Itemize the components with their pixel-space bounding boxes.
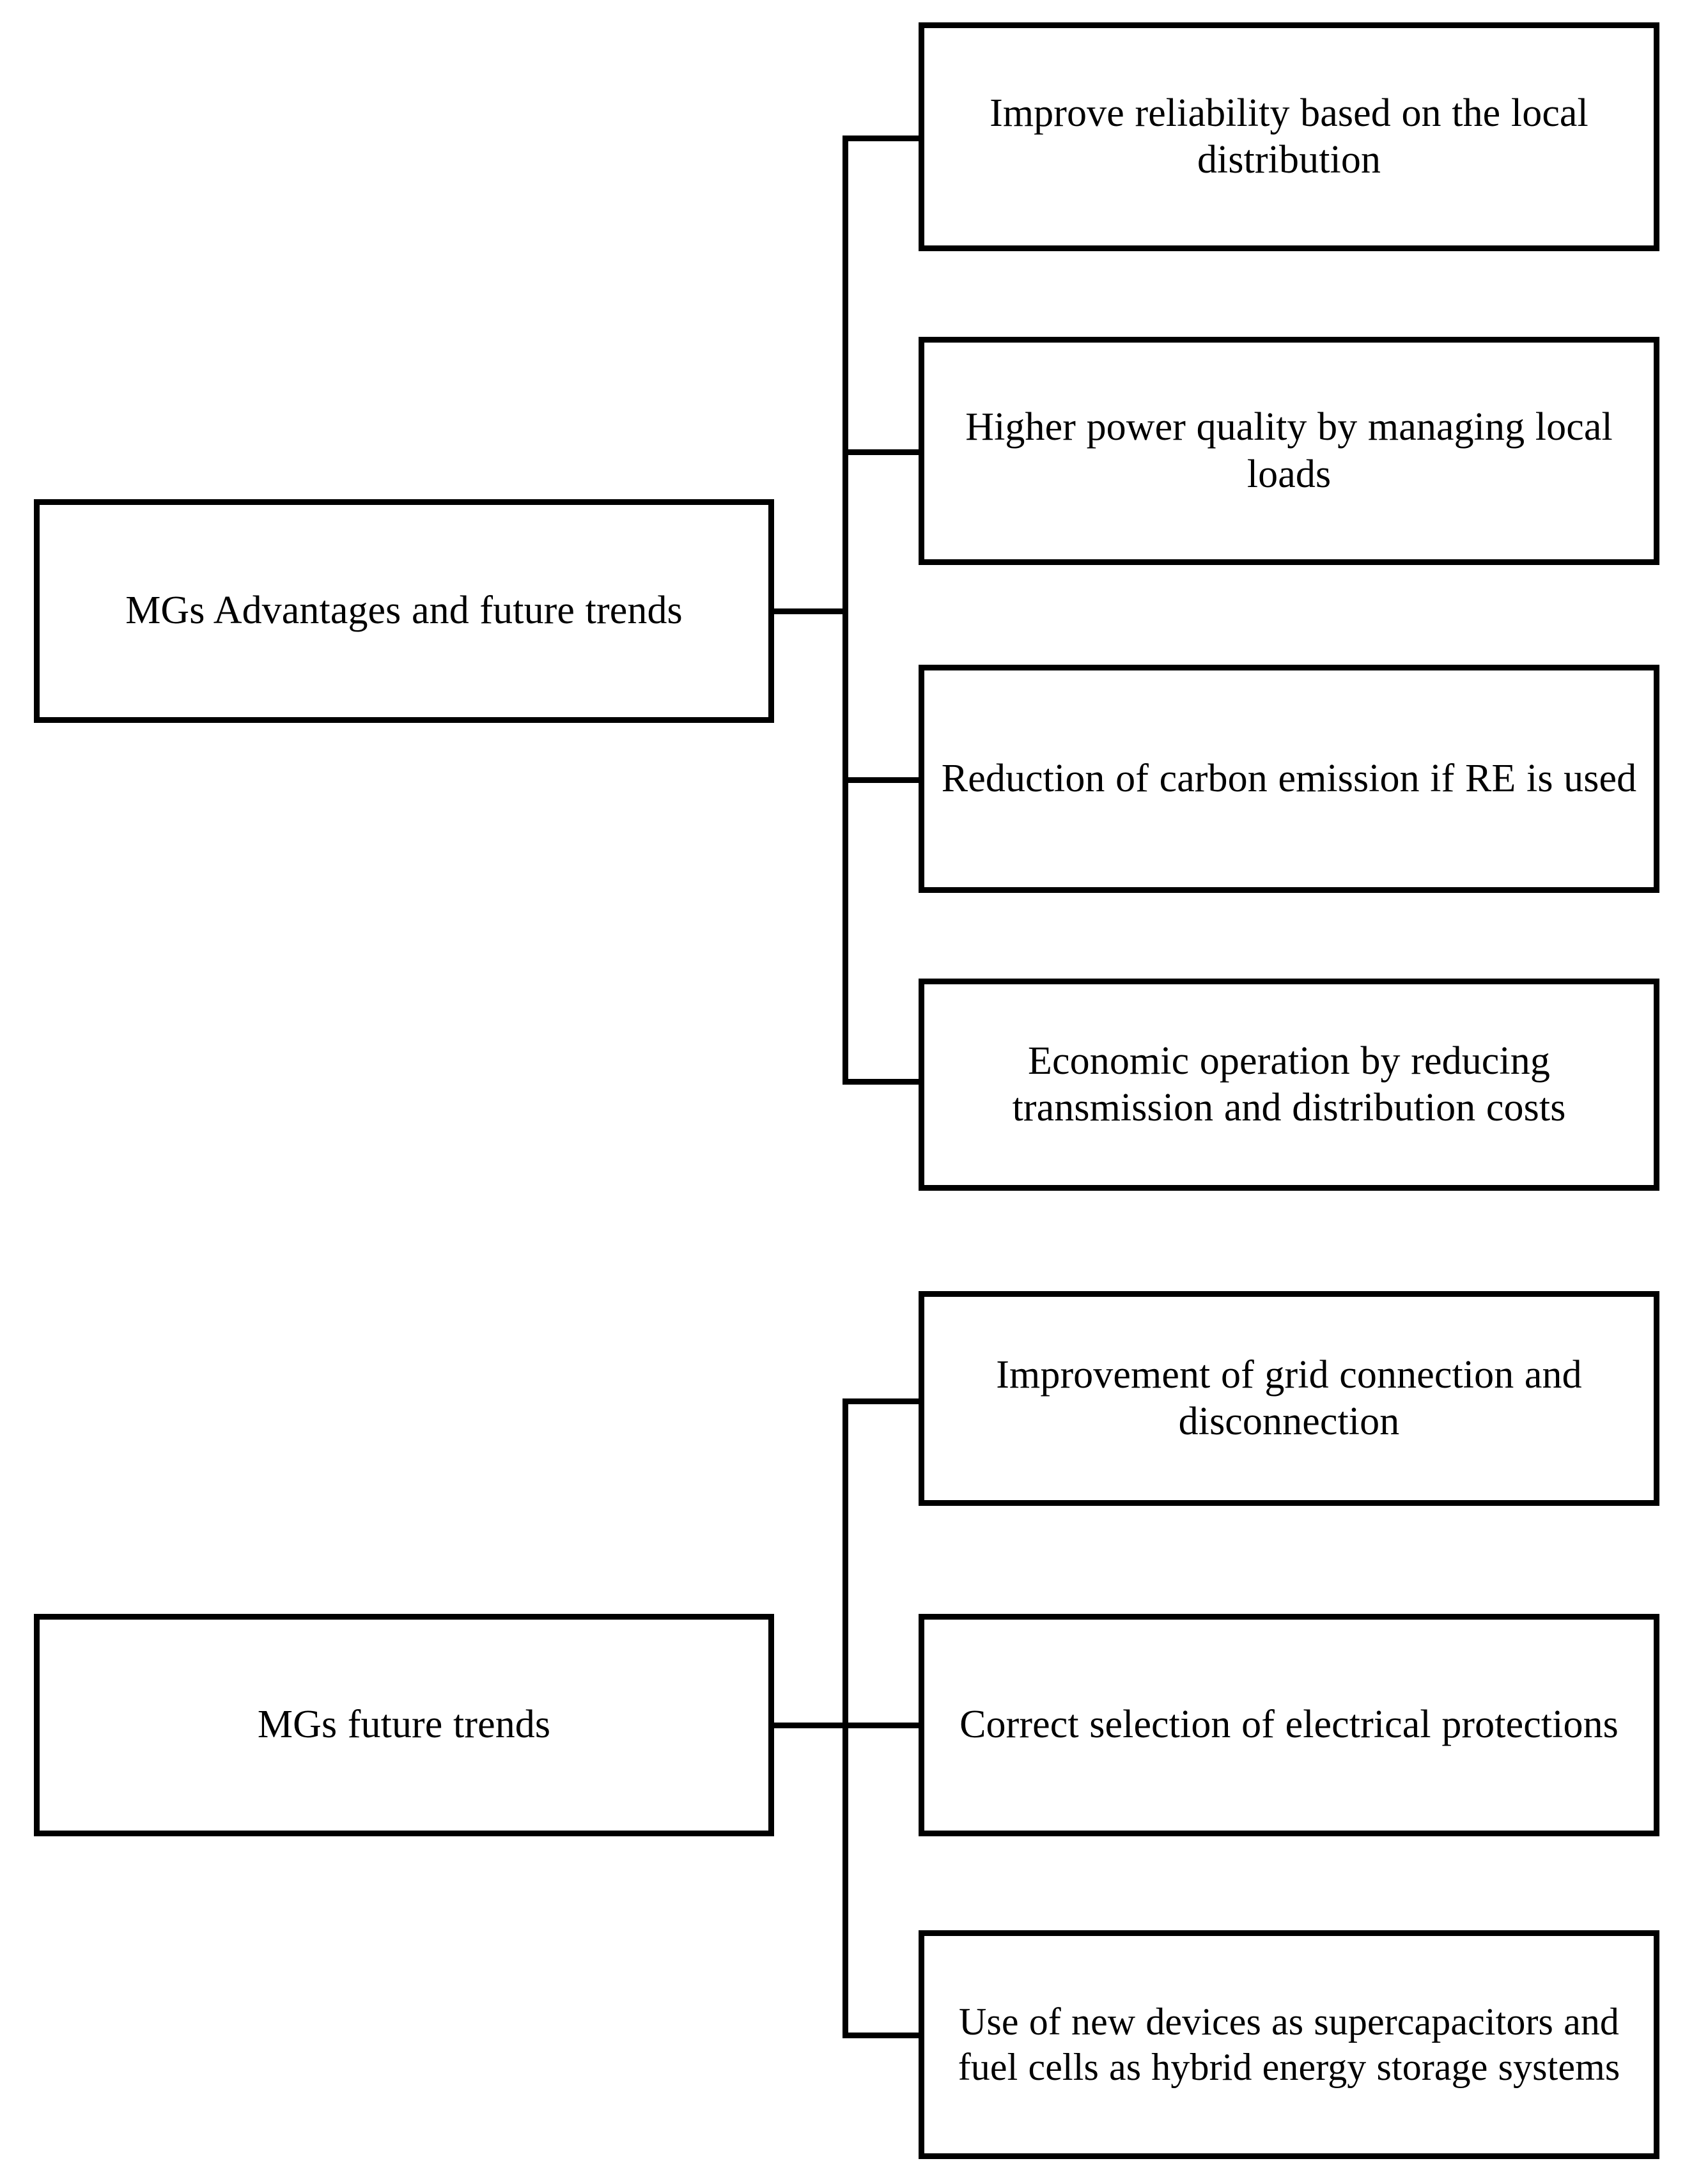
connector-trunk-future-trends [842, 1398, 848, 2038]
node-label: Correct selection of electrical protecti… [959, 1703, 1619, 1747]
node-label: MGs future trends [257, 1703, 551, 1747]
node-economic-operation[interactable]: Economic operation by reducing transmiss… [919, 979, 1659, 1191]
connector-stub-carbon [842, 777, 921, 783]
node-reduction-of-carbon-emission[interactable]: Reduction of carbon emission if RE is us… [919, 665, 1659, 893]
node-higher-power-quality[interactable]: Higher power quality by managing local l… [919, 337, 1659, 565]
connector-stem-advantages [774, 608, 845, 614]
node-label: Economic operation by reducing transmiss… [1012, 1039, 1566, 1129]
node-mgs-advantages-and-future-trends[interactable]: MGs Advantages and future trends [34, 499, 774, 723]
node-label: Use of new devices as supercapacitors an… [958, 2001, 1620, 2088]
node-correct-selection-of-electrical-protections[interactable]: Correct selection of electrical protecti… [919, 1614, 1659, 1836]
node-label: MGs Advantages and future trends [125, 589, 683, 633]
node-mgs-future-trends[interactable]: MGs future trends [34, 1614, 774, 1836]
node-improve-reliability[interactable]: Improve reliability based on the local d… [919, 22, 1659, 251]
connector-stub-grid-connection [842, 1398, 921, 1404]
node-label: Higher power quality by managing local l… [965, 405, 1613, 496]
connector-stub-power-quality [842, 449, 921, 455]
node-label: Reduction of carbon emission if RE is us… [941, 756, 1637, 800]
connector-stub-supercapacitors [842, 2033, 921, 2038]
connector-stub-protections [842, 1723, 921, 1728]
node-use-of-new-devices-supercapacitors[interactable]: Use of new devices as supercapacitors an… [919, 1930, 1659, 2159]
connector-trunk-advantages [842, 136, 848, 1085]
connector-stem-future-trends [774, 1723, 845, 1728]
node-improvement-of-grid-connection[interactable]: Improvement of grid connection and disco… [919, 1291, 1659, 1506]
connector-stub-economic [842, 1079, 921, 1085]
node-label: Improvement of grid connection and disco… [996, 1352, 1582, 1443]
node-label: Improve reliability based on the local d… [990, 91, 1588, 182]
connector-stub-reliability [842, 136, 921, 141]
